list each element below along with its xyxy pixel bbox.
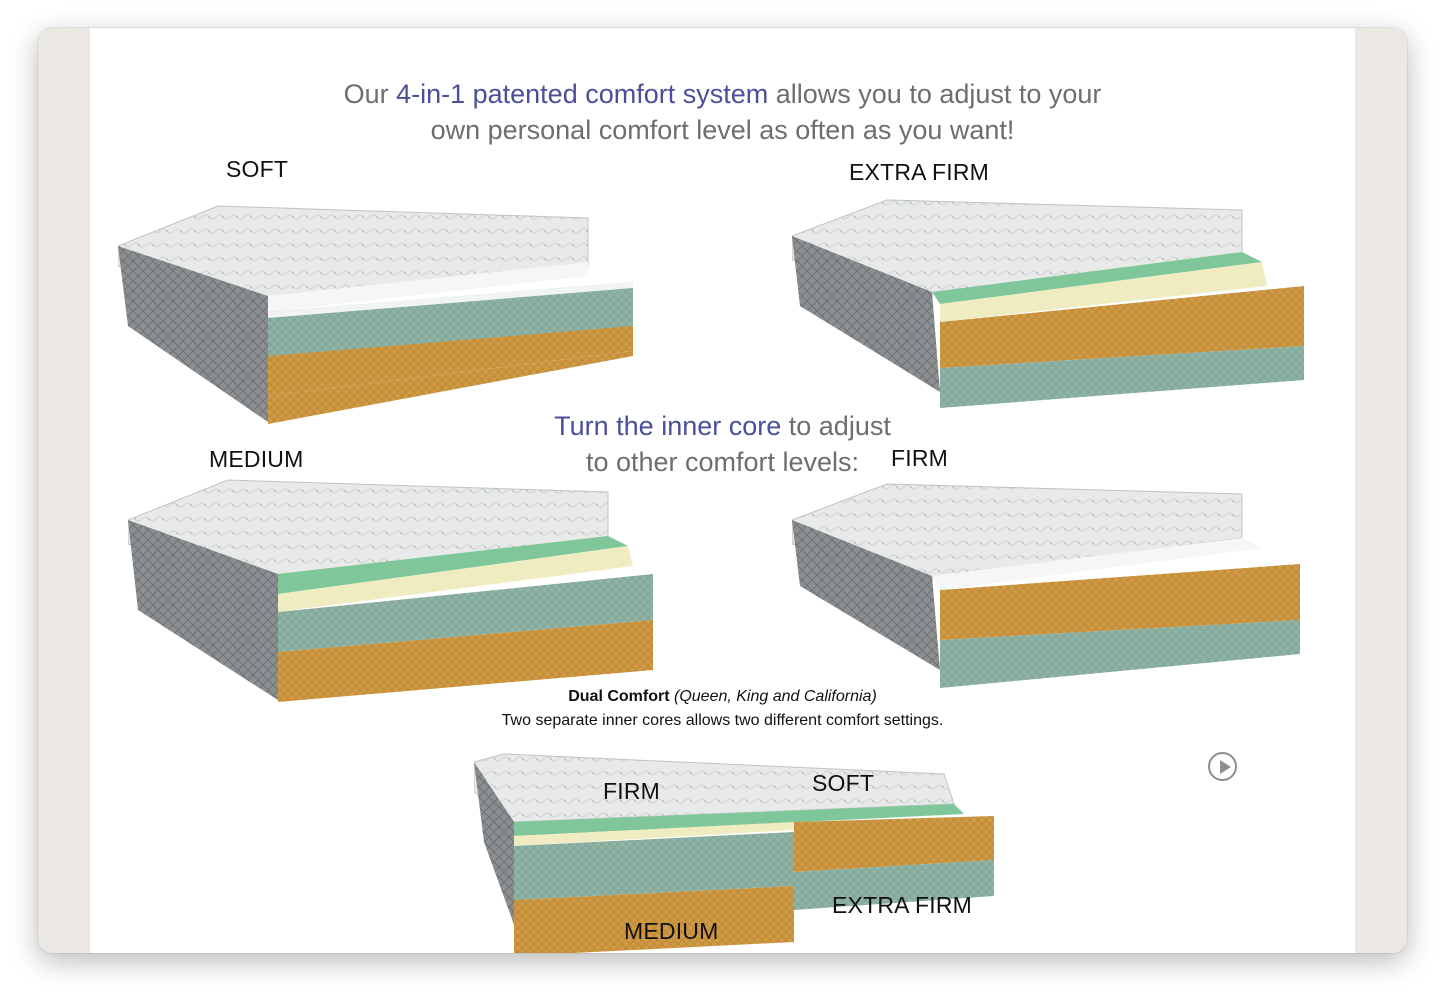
turn-suffix: to adjust bbox=[781, 411, 891, 441]
mattress-medium bbox=[128, 479, 653, 702]
dual-label-medium: MEDIUM bbox=[624, 918, 719, 944]
intro-line2: own personal comfort level as often as y… bbox=[430, 115, 1015, 145]
intro-prefix: Our bbox=[343, 79, 397, 109]
mattress-extra-firm bbox=[792, 199, 1304, 408]
turn-headline: Turn the inner core to adjust to other c… bbox=[90, 408, 1355, 480]
dual-label-extra-firm: EXTRA FIRM bbox=[832, 892, 973, 918]
dual-subtitle: (Queen, King and California) bbox=[674, 688, 877, 705]
play-circle-icon[interactable] bbox=[1208, 752, 1237, 781]
label-extra-firm: EXTRA FIRM bbox=[849, 159, 990, 185]
browser-window: Our 4-in-1 patented comfort system allow… bbox=[38, 28, 1407, 953]
mattress-firm bbox=[792, 483, 1300, 688]
dual-label-firm: FIRM bbox=[603, 778, 661, 804]
label-soft: SOFT bbox=[226, 156, 289, 182]
dual-title: Dual Comfort bbox=[568, 688, 670, 705]
turn-highlight: Turn the inner core bbox=[554, 411, 782, 441]
dual-label-soft: SOFT bbox=[812, 770, 875, 796]
intro-suffix: allows you to adjust to your bbox=[768, 79, 1102, 109]
turn-line2: to other comfort levels: bbox=[585, 447, 860, 477]
dual-caption-title: Dual Comfort (Queen, King and California… bbox=[90, 688, 1355, 706]
mattress-dual bbox=[474, 753, 994, 953]
intro-headline: Our 4-in-1 patented comfort system allow… bbox=[90, 76, 1355, 148]
label-firm: FIRM bbox=[891, 445, 949, 471]
mattress-soft bbox=[118, 205, 633, 424]
page-content: Our 4-in-1 patented comfort system allow… bbox=[90, 28, 1355, 953]
label-medium: MEDIUM bbox=[209, 446, 304, 472]
dual-description: Two separate inner cores allows two diff… bbox=[501, 712, 944, 729]
intro-highlight: 4-in-1 patented comfort system bbox=[396, 79, 769, 109]
